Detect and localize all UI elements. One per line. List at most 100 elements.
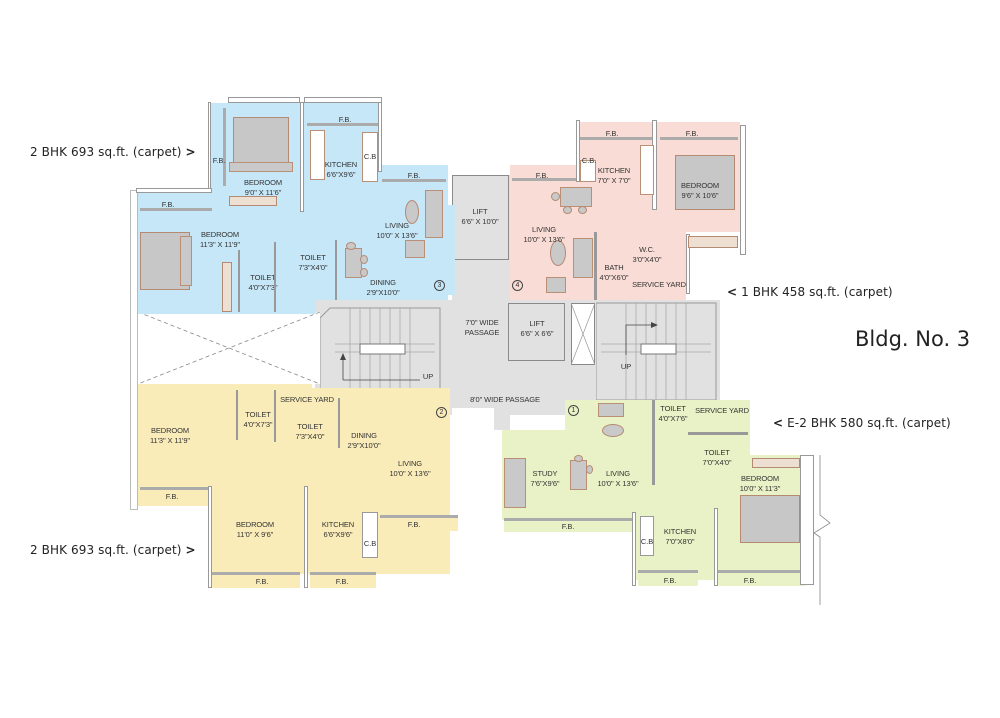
wall	[688, 432, 748, 435]
unit-label-1bhk[interactable]: < 1 BHK 458 sq.ft. (carpet)	[727, 285, 893, 299]
wall	[238, 250, 240, 312]
unit4-wardrobe	[688, 236, 738, 248]
unit3-fb-left-label: F.B.	[161, 200, 175, 209]
unit-label-2bhk-top[interactable]: 2 BHK 693 sq.ft. (carpet) >	[30, 145, 196, 159]
unit4-fb-kitchen	[580, 124, 652, 140]
wall	[335, 240, 337, 300]
wall	[236, 390, 238, 440]
arrow-left-icon: <	[773, 416, 784, 430]
stair-right-up-label: UP	[620, 362, 632, 371]
unit3-bed-2-headboard	[180, 236, 192, 286]
unit4-fb-bedroom-label: F.B.	[685, 129, 699, 138]
wall	[652, 400, 655, 485]
unit4-number-badge: 4	[512, 280, 523, 291]
unit1-cb	[640, 516, 654, 556]
unit1-service-yard-label: SERVICE YARD	[695, 406, 749, 415]
unit3-bed-1-footboard	[229, 162, 293, 172]
unit1-number-badge: 1	[568, 405, 579, 416]
wall	[632, 512, 636, 586]
duct-cross-icon	[571, 303, 595, 365]
unit1-wardrobe	[752, 458, 800, 468]
unit3-fb-living	[382, 166, 446, 182]
unit3-sofa	[425, 190, 443, 238]
wall	[136, 188, 212, 193]
unit-label-2bhk-bottom[interactable]: 2 BHK 693 sq.ft. (carpet) >	[30, 543, 196, 557]
unit2-service-yard-label: SERVICE YARD	[280, 395, 334, 404]
unit2-living-area	[342, 402, 450, 522]
outer-wall-left	[130, 190, 138, 510]
unit3-number-badge: 3	[434, 280, 445, 291]
unit1-cb-label: C.B	[640, 537, 654, 546]
unit1-dining-table	[570, 460, 587, 490]
unit1-bed	[740, 495, 800, 543]
unit1-fb-study-label: F.B.	[561, 522, 575, 531]
unit4-chair	[551, 192, 560, 201]
unit1-sofa	[598, 403, 624, 417]
unit3-wardrobe-1	[229, 196, 277, 206]
unit4-service-yard-label: SERVICE YARD	[632, 280, 686, 289]
passage-8ft-label: 8'0" WIDE PASSAGE	[470, 395, 540, 404]
wall	[274, 242, 276, 312]
wall	[338, 398, 340, 448]
unit-label-e2bhk[interactable]: < E-2 BHK 580 sq.ft. (carpet)	[773, 416, 951, 430]
wall	[208, 102, 211, 190]
unit4-coffee-table	[550, 240, 566, 266]
wall	[378, 102, 382, 172]
unit3-fb-top-label: F.B.	[338, 115, 352, 124]
wall	[714, 508, 718, 586]
unit2-fb-bed1-label: F.B.	[165, 492, 179, 501]
unit1-coffee-table	[602, 424, 624, 437]
unit2-fb-living	[380, 515, 458, 531]
unit3-cb	[362, 132, 378, 182]
unit3-chair	[360, 268, 368, 277]
unit3-chair	[346, 242, 356, 250]
wall	[300, 102, 304, 212]
bottom-void	[452, 408, 494, 513]
unit1-study-desk	[504, 458, 526, 508]
unit4-fb-living	[512, 165, 578, 181]
unit4-chair	[563, 206, 572, 214]
unit4-bed	[675, 155, 735, 210]
building-title: Bldg. No. 3	[855, 327, 971, 351]
arrow-right-icon: >	[185, 543, 196, 557]
unit4-chair	[578, 206, 587, 214]
unit3-chair	[360, 255, 368, 264]
unit3-fb-top	[307, 110, 379, 126]
unit3-armchair	[405, 240, 425, 258]
unit4-cb-label: C.B.	[581, 156, 597, 165]
unit4-wc-label: W.C.3'0"X4'0"	[632, 245, 662, 264]
unit1-fb-bedroom-label: F.B.	[743, 576, 757, 585]
wall	[228, 97, 300, 103]
unit2-fb-kitchen	[310, 572, 376, 588]
stair-left-up-label: UP	[422, 372, 434, 381]
unit2-cb-label: C.B	[363, 539, 377, 548]
unit2-fb-bed1	[140, 487, 208, 503]
break-line-icon	[813, 455, 831, 605]
arrow-right-icon: >	[185, 145, 196, 159]
wall	[274, 390, 276, 442]
unit4-kitchen-counter	[640, 145, 654, 195]
unit4-armchair	[546, 277, 566, 293]
unit3-wardrobe-2	[222, 262, 232, 312]
wall	[576, 120, 580, 182]
unit2-number-badge: 2	[436, 407, 447, 418]
unit4-fb-living-label: F.B.	[535, 171, 549, 180]
unit1-fb-bedroom	[718, 570, 806, 586]
